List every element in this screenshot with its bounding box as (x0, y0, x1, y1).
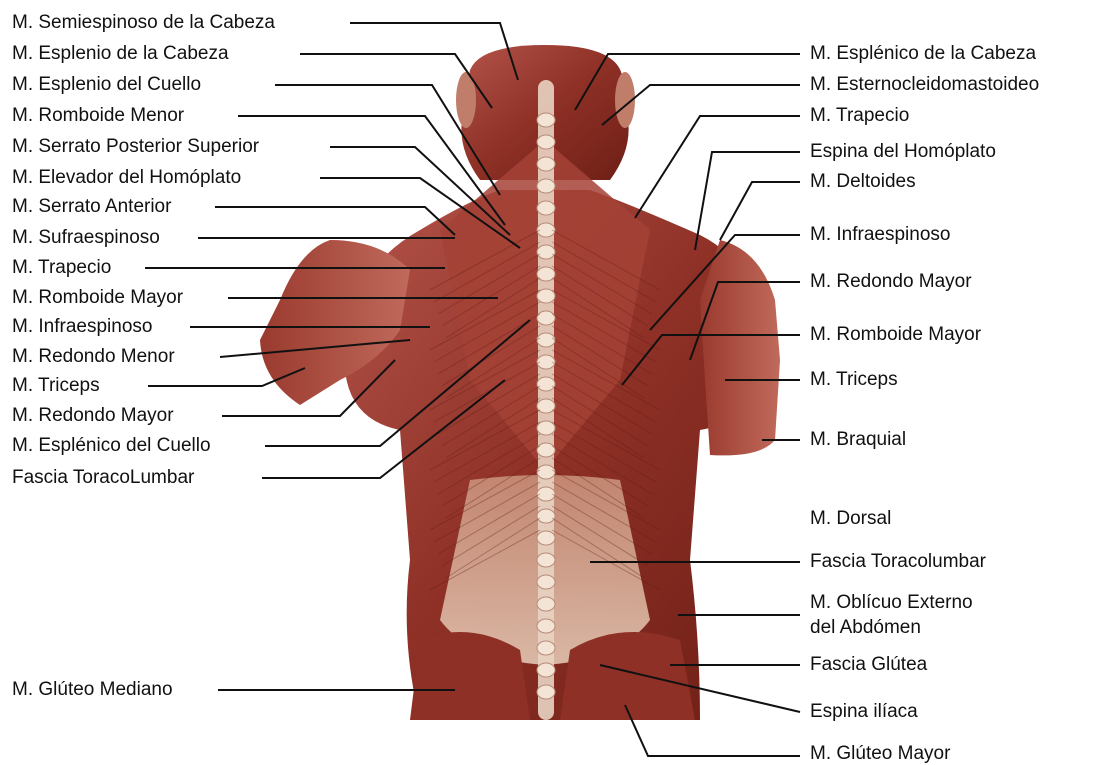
leader-redondo-menor (220, 340, 410, 357)
label-gluteo-mediano: M. Glúteo Mediano (12, 679, 173, 701)
label-romboide-menor: M. Romboide Menor (12, 105, 184, 127)
label-triceps-right: M. Triceps (810, 369, 898, 391)
leader-triceps-left (148, 368, 305, 386)
label-redondo-mayor-left: M. Redondo Mayor (12, 405, 174, 427)
label-trapecio-right: M. Trapecio (810, 105, 909, 127)
label-gluteo-mayor: M. Glúteo Mayor (810, 743, 950, 765)
leader-redondo-mayor-left (222, 360, 395, 416)
leader-deltoides (720, 182, 800, 240)
label-romboide-mayor-right: M. Romboide Mayor (810, 324, 981, 346)
label-infraespinoso-left: M. Infraespinoso (12, 316, 152, 338)
label-elevador-homoplato: M. Elevador del Homóplato (12, 167, 241, 189)
leader-esplenio-cabeza (300, 54, 492, 108)
label-esplenico-cuello: M. Esplénico del Cuello (12, 435, 211, 457)
label-esternocleidomastoideo: M. Esternocleidomastoideo (810, 74, 1039, 96)
leader-esplenico-cuello (265, 320, 530, 446)
label-braquial: M. Braquial (810, 429, 906, 451)
label-esplenio-cuello: M. Esplenio del Cuello (12, 74, 201, 96)
leader-gluteo-mayor (625, 705, 800, 756)
label-infraespinoso-right: M. Infraespinoso (810, 224, 950, 246)
label-trapecio-left: M. Trapecio (12, 257, 111, 279)
label-fascia-toracolumbar-right: Fascia Toracolumbar (810, 551, 986, 573)
label-fascia-glutea: Fascia Glútea (810, 654, 927, 676)
leader-romboide-mayor-right (622, 335, 800, 385)
label-deltoides: M. Deltoides (810, 171, 916, 193)
label-sufraespinoso: M. Sufraespinoso (12, 227, 160, 249)
leader-espina-iliaca (600, 665, 800, 712)
label-serrato-posterior-superior: M. Serrato Posterior Superior (12, 136, 259, 158)
label-obliquo-externo-line1: M. Oblícuo Externo (810, 592, 973, 614)
label-redondo-menor: M. Redondo Menor (12, 346, 175, 368)
label-serrato-anterior: M. Serrato Anterior (12, 196, 171, 218)
leader-esternocleidomastoideo (602, 85, 800, 125)
label-redondo-mayor-right: M. Redondo Mayor (810, 271, 972, 293)
label-espina-iliaca: Espina ilíaca (810, 701, 918, 723)
leader-esplenico-cabeza (575, 54, 800, 110)
leader-fascia-toracolumbar-left (262, 380, 505, 478)
label-dorsal: M. Dorsal (810, 508, 891, 530)
label-obliquo-externo-line2: del Abdómen (810, 617, 921, 639)
label-romboide-mayor-left: M. Romboide Mayor (12, 287, 183, 309)
leader-semiespinoso-cabeza (350, 23, 518, 80)
leader-trapecio-right (635, 116, 800, 218)
label-esplenio-cabeza: M. Esplenio de la Cabeza (12, 43, 229, 65)
label-fascia-toracolumbar-left: Fascia ToracoLumbar (12, 467, 194, 489)
label-espina-homoplato: Espina del Homóplato (810, 141, 996, 163)
leader-redondo-mayor-right (690, 282, 800, 360)
label-semiespinoso-cabeza: M. Semiespinoso de la Cabeza (12, 12, 275, 34)
leader-serrato-anterior (215, 207, 455, 235)
label-esplenico-cabeza: M. Esplénico de la Cabeza (810, 43, 1036, 65)
label-triceps-left: M. Triceps (12, 375, 100, 397)
